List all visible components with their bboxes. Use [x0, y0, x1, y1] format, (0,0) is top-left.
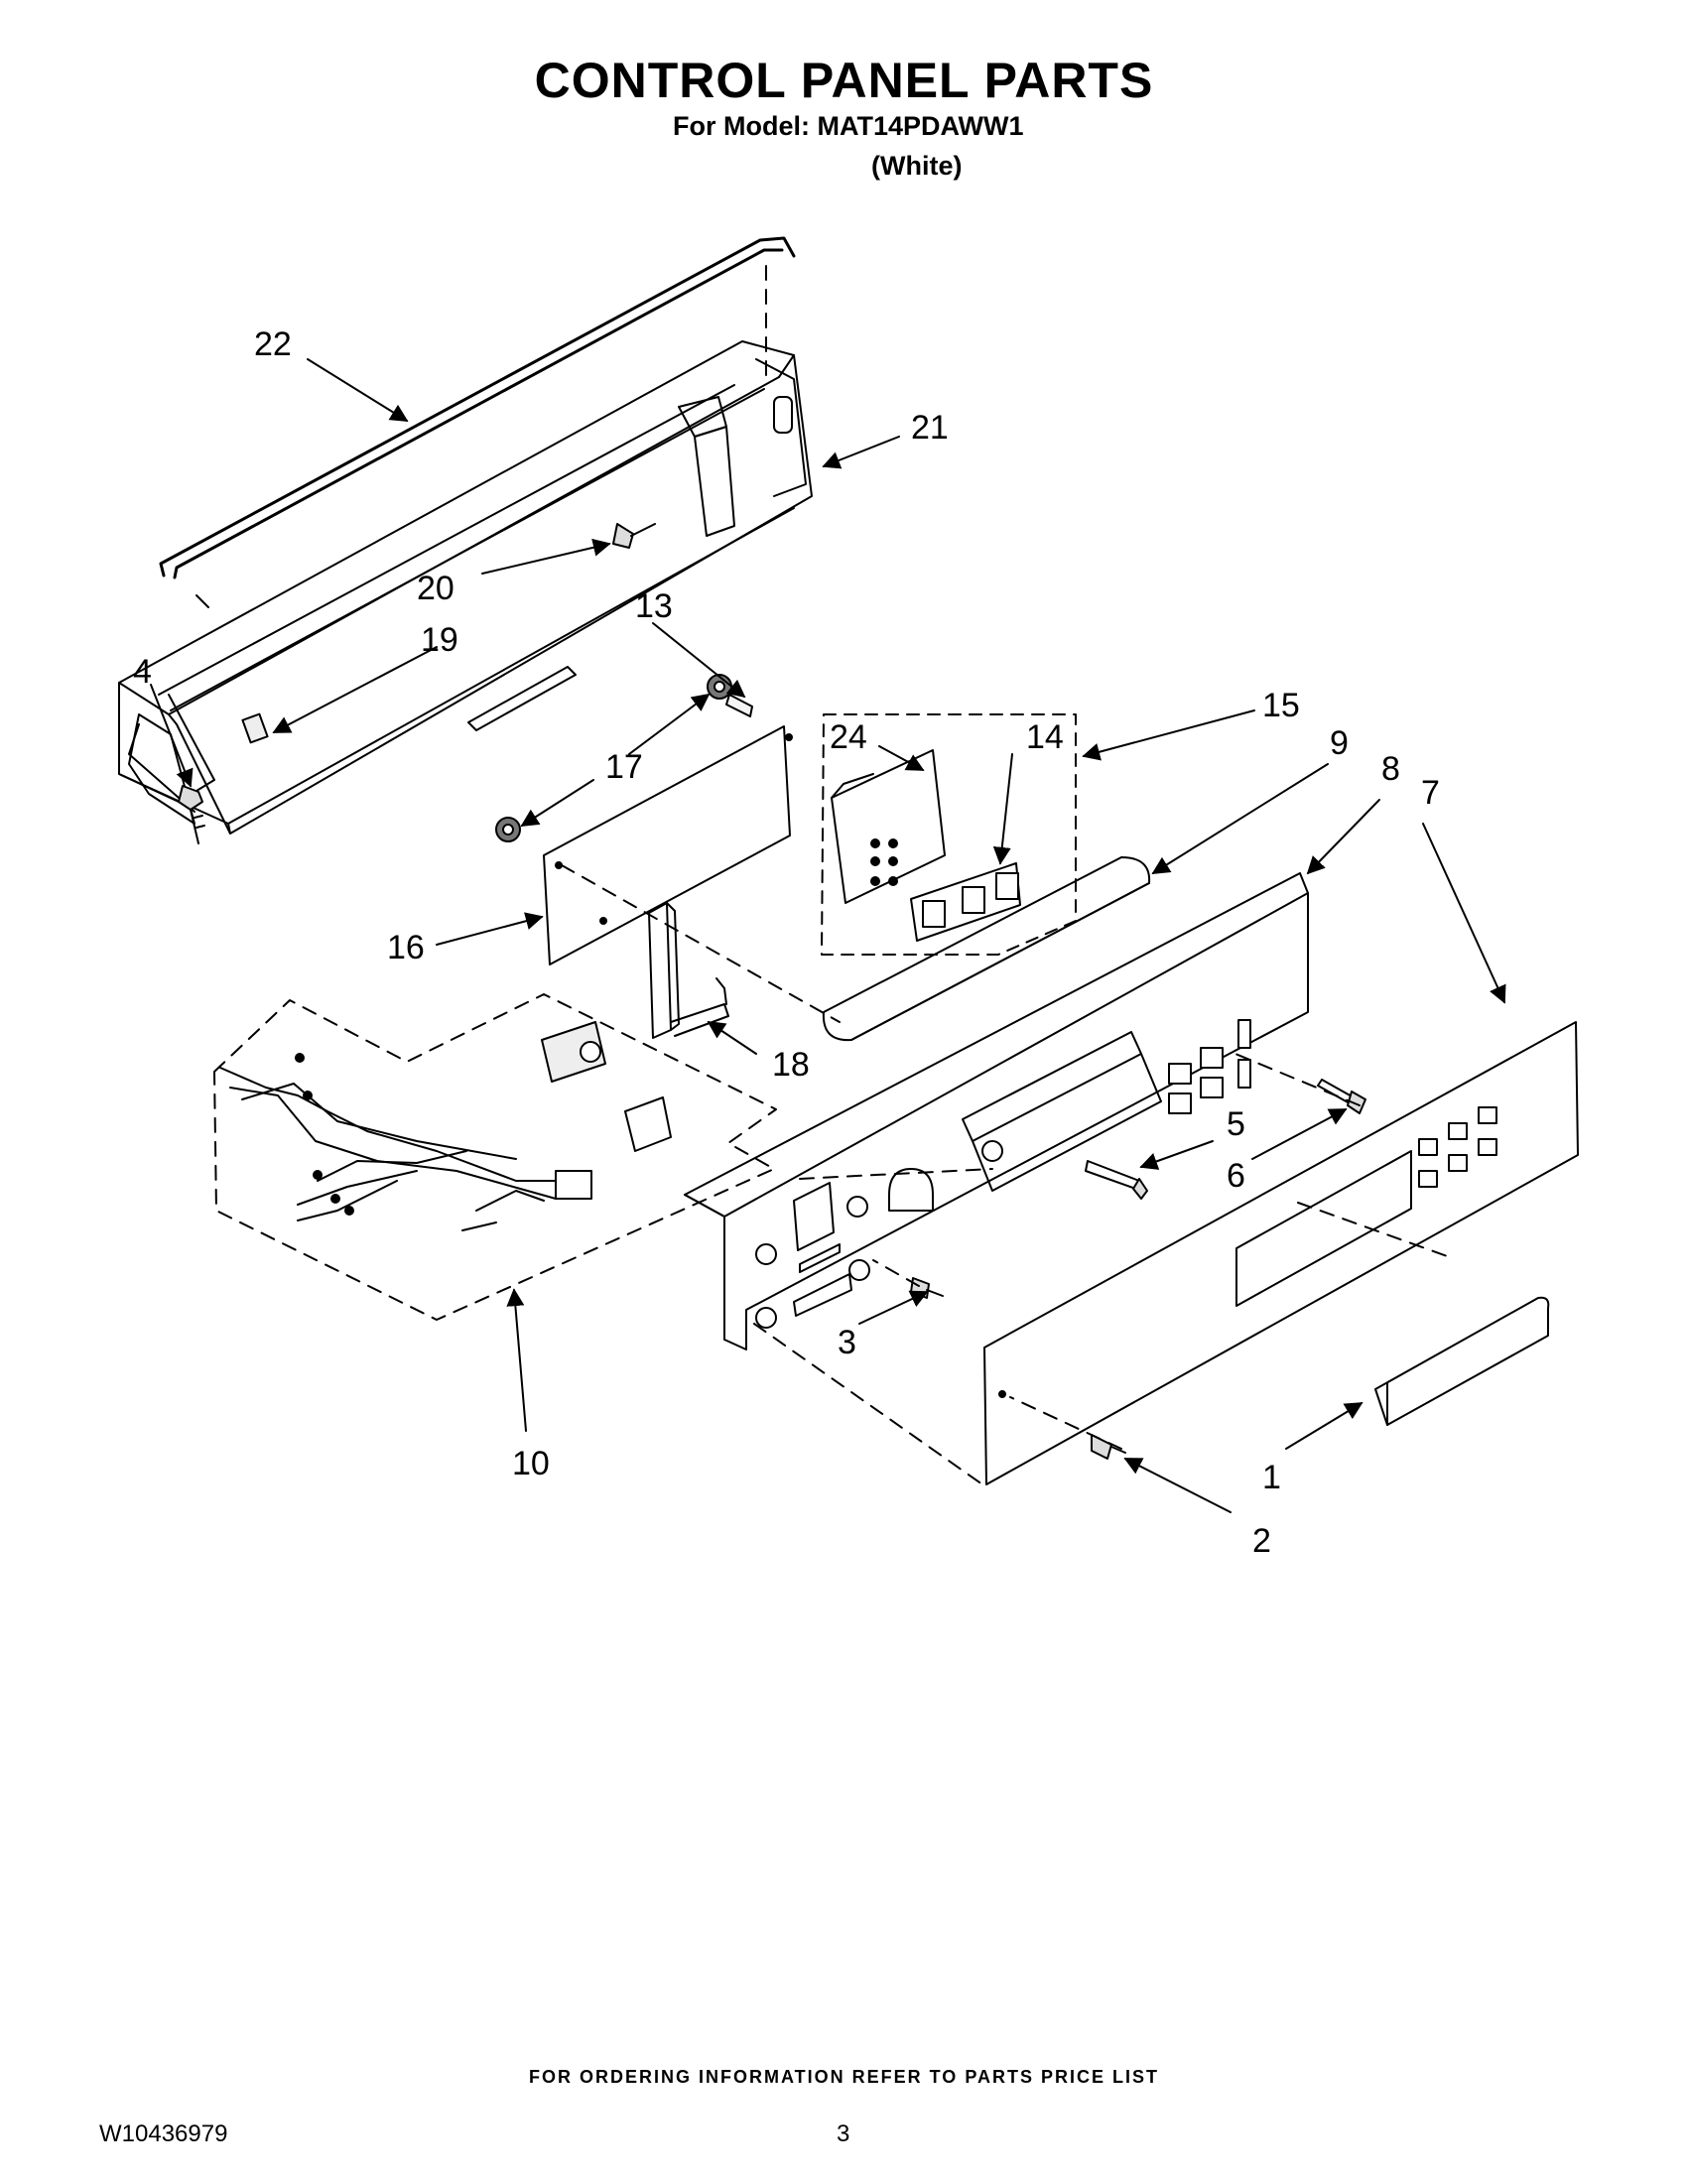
part-10-connector: [624, 1096, 672, 1152]
callout-18: 18: [772, 1046, 810, 1084]
part-21-console-housing: [118, 340, 813, 835]
part-5-screw: [1085, 1160, 1148, 1200]
part-10-harness-box: [213, 993, 777, 1321]
callout-7: 7: [1421, 774, 1440, 812]
callout-leaders: [150, 358, 1506, 1513]
part-17-nut-lower: [495, 817, 521, 842]
callout-17-upper: 17: [605, 748, 643, 786]
page-number: 3: [837, 2120, 850, 2147]
ordering-note: FOR ORDERING INFORMATION REFER TO PARTS …: [528, 2067, 1159, 2087]
part-13-spacer: [725, 694, 753, 717]
callout-14: 14: [1026, 718, 1064, 756]
color-line: (White): [871, 151, 963, 181]
model-line: For Model: MAT14PDAWW1: [673, 111, 1024, 141]
callout-5: 5: [1227, 1105, 1245, 1143]
callout-15: 15: [1262, 687, 1300, 724]
part-6-screw: [1317, 1079, 1366, 1114]
callout-9: 9: [1330, 724, 1349, 762]
part-17-nut-upper: [707, 674, 732, 700]
callout-3: 3: [838, 1324, 856, 1361]
callout-24: 24: [830, 718, 867, 756]
callout-19: 19: [421, 621, 458, 659]
part-15-board-assembly: [821, 713, 1077, 956]
page-title: CONTROL PANEL PARTS: [534, 53, 1154, 108]
part-8-panel-frame: [684, 872, 1309, 1350]
callout-1: 1: [1262, 1459, 1281, 1496]
callout-8: 8: [1381, 750, 1400, 788]
part-4-screw: [178, 785, 205, 844]
callout-13: 13: [635, 587, 673, 625]
callout-2: 2: [1252, 1522, 1271, 1560]
part-16-board: [543, 725, 793, 965]
part-18-bracket: [648, 902, 729, 1039]
callout-4: 4: [133, 653, 152, 691]
part-1-cap: [1374, 1296, 1550, 1426]
part-9-lens-bar: [822, 856, 1151, 1042]
part-20-screw: [612, 523, 656, 549]
part-14-switch-block: [910, 862, 1021, 942]
part-2-screw: [1091, 1434, 1126, 1460]
callout-22: 22: [254, 325, 292, 363]
callout-10: 10: [512, 1445, 550, 1482]
callout-numbers: 22 21 20 19 4 13 17 24 14 15 9 8 7 16 18…: [133, 325, 1440, 1560]
assembly-lines: [561, 265, 1454, 1485]
callout-6: 6: [1227, 1157, 1245, 1195]
document-number: W10436979: [99, 2120, 228, 2147]
part-3-screw: [910, 1277, 944, 1299]
callout-16: 16: [387, 929, 425, 966]
part-22-rod: [159, 236, 796, 608]
part-24-board: [831, 749, 946, 904]
callout-21: 21: [911, 409, 949, 447]
part-19-clip: [241, 712, 269, 744]
callout-20: 20: [417, 570, 454, 607]
part-7-overlay: [983, 1021, 1579, 1485]
part-10-sensor: [541, 1021, 606, 1083]
